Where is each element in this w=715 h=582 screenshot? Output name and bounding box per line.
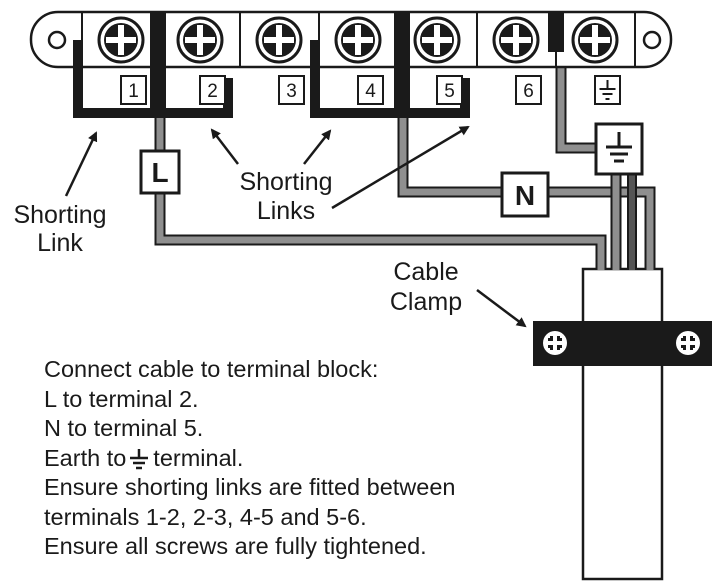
terminal-label-5: 5 <box>436 75 463 105</box>
live-badge-text: L <box>151 157 168 188</box>
terminal-screw-5-icon <box>413 16 461 64</box>
terminal-screw-1-icon <box>97 16 145 64</box>
terminal-number-1: 1 <box>128 81 139 102</box>
clamp-screw-left <box>543 331 567 355</box>
callout-cable-clamp-line1: Cable <box>393 258 458 286</box>
terminal-number-6: 6 <box>523 81 534 102</box>
cable-clamp <box>533 321 712 366</box>
instruction-line-6: terminals 1-2, 2-3, 4-5 and 5-6. <box>44 503 367 530</box>
neutral-badge: N <box>500 171 550 218</box>
instruction-line-7: Ensure all screws are fully tightened. <box>44 533 427 559</box>
earth-badge <box>594 122 644 176</box>
arrow-shorting-links-left <box>210 128 239 165</box>
earth-symbol-icon <box>130 449 149 470</box>
instruction-line-4: Earth to terminal. <box>44 444 455 474</box>
instruction-line-2: L to terminal 2. <box>44 385 199 412</box>
instruction-line-4-start: Earth to <box>44 444 127 471</box>
mounting-hole-right <box>642 30 662 50</box>
callout-shorting-links-line2: Links <box>257 197 315 225</box>
live-badge: L <box>139 149 181 195</box>
callout-shorting-links-line1: Shorting <box>239 168 332 196</box>
clamp-screw-right <box>676 331 700 355</box>
terminal-number-3: 3 <box>286 81 297 102</box>
terminal-label-6: 6 <box>515 75 542 105</box>
terminal-screw-4-icon <box>334 16 382 64</box>
instruction-line-3: N to terminal 5. <box>44 415 204 441</box>
terminal-number-4: 4 <box>365 81 376 102</box>
arrow-cable-clamp <box>476 289 527 328</box>
terminal-label-4: 4 <box>357 75 384 105</box>
callout-shorting-link-line1: Shorting <box>13 201 106 229</box>
terminal-screw-6-icon <box>492 16 540 64</box>
instruction-line-1: Connect cable to terminal block: <box>44 356 379 382</box>
terminal-labels: 1 2 3 4 5 6 <box>120 75 621 105</box>
instructions: Connect cable to terminal block: L to te… <box>44 355 455 562</box>
callout-cable-clamp-line2: Clamp <box>390 288 462 316</box>
terminal-screw-2-icon <box>176 16 224 64</box>
instruction-line-5: Ensure shorting links are fitted between <box>44 474 456 500</box>
terminal-label-3: 3 <box>278 75 305 105</box>
instruction-line-4-end: terminal. <box>153 444 244 471</box>
shorting-link-4-5 <box>310 40 470 118</box>
terminal-screws <box>97 16 619 64</box>
cable-sheath <box>581 267 664 581</box>
terminal-screw-3-icon <box>255 16 303 64</box>
shorting-link-1-2 <box>73 40 233 118</box>
arrow-shorting-links-middle <box>303 129 332 165</box>
terminal-screw-earth-icon <box>571 16 619 64</box>
mounting-hole-left <box>47 30 67 50</box>
earth-symbol-icon <box>599 80 616 100</box>
terminal-label-1: 1 <box>120 75 147 105</box>
terminal-label-2: 2 <box>199 75 226 105</box>
arrow-shorting-links-right <box>331 125 470 210</box>
terminal-number-2: 2 <box>207 81 218 102</box>
arrow-shorting-link <box>64 131 98 197</box>
earth-symbol-icon <box>606 132 632 163</box>
terminal-number-5: 5 <box>444 81 455 102</box>
terminal-label-earth <box>594 75 621 105</box>
callout-shorting-link-line2: Link <box>37 229 83 257</box>
neutral-badge-text: N <box>515 180 535 211</box>
